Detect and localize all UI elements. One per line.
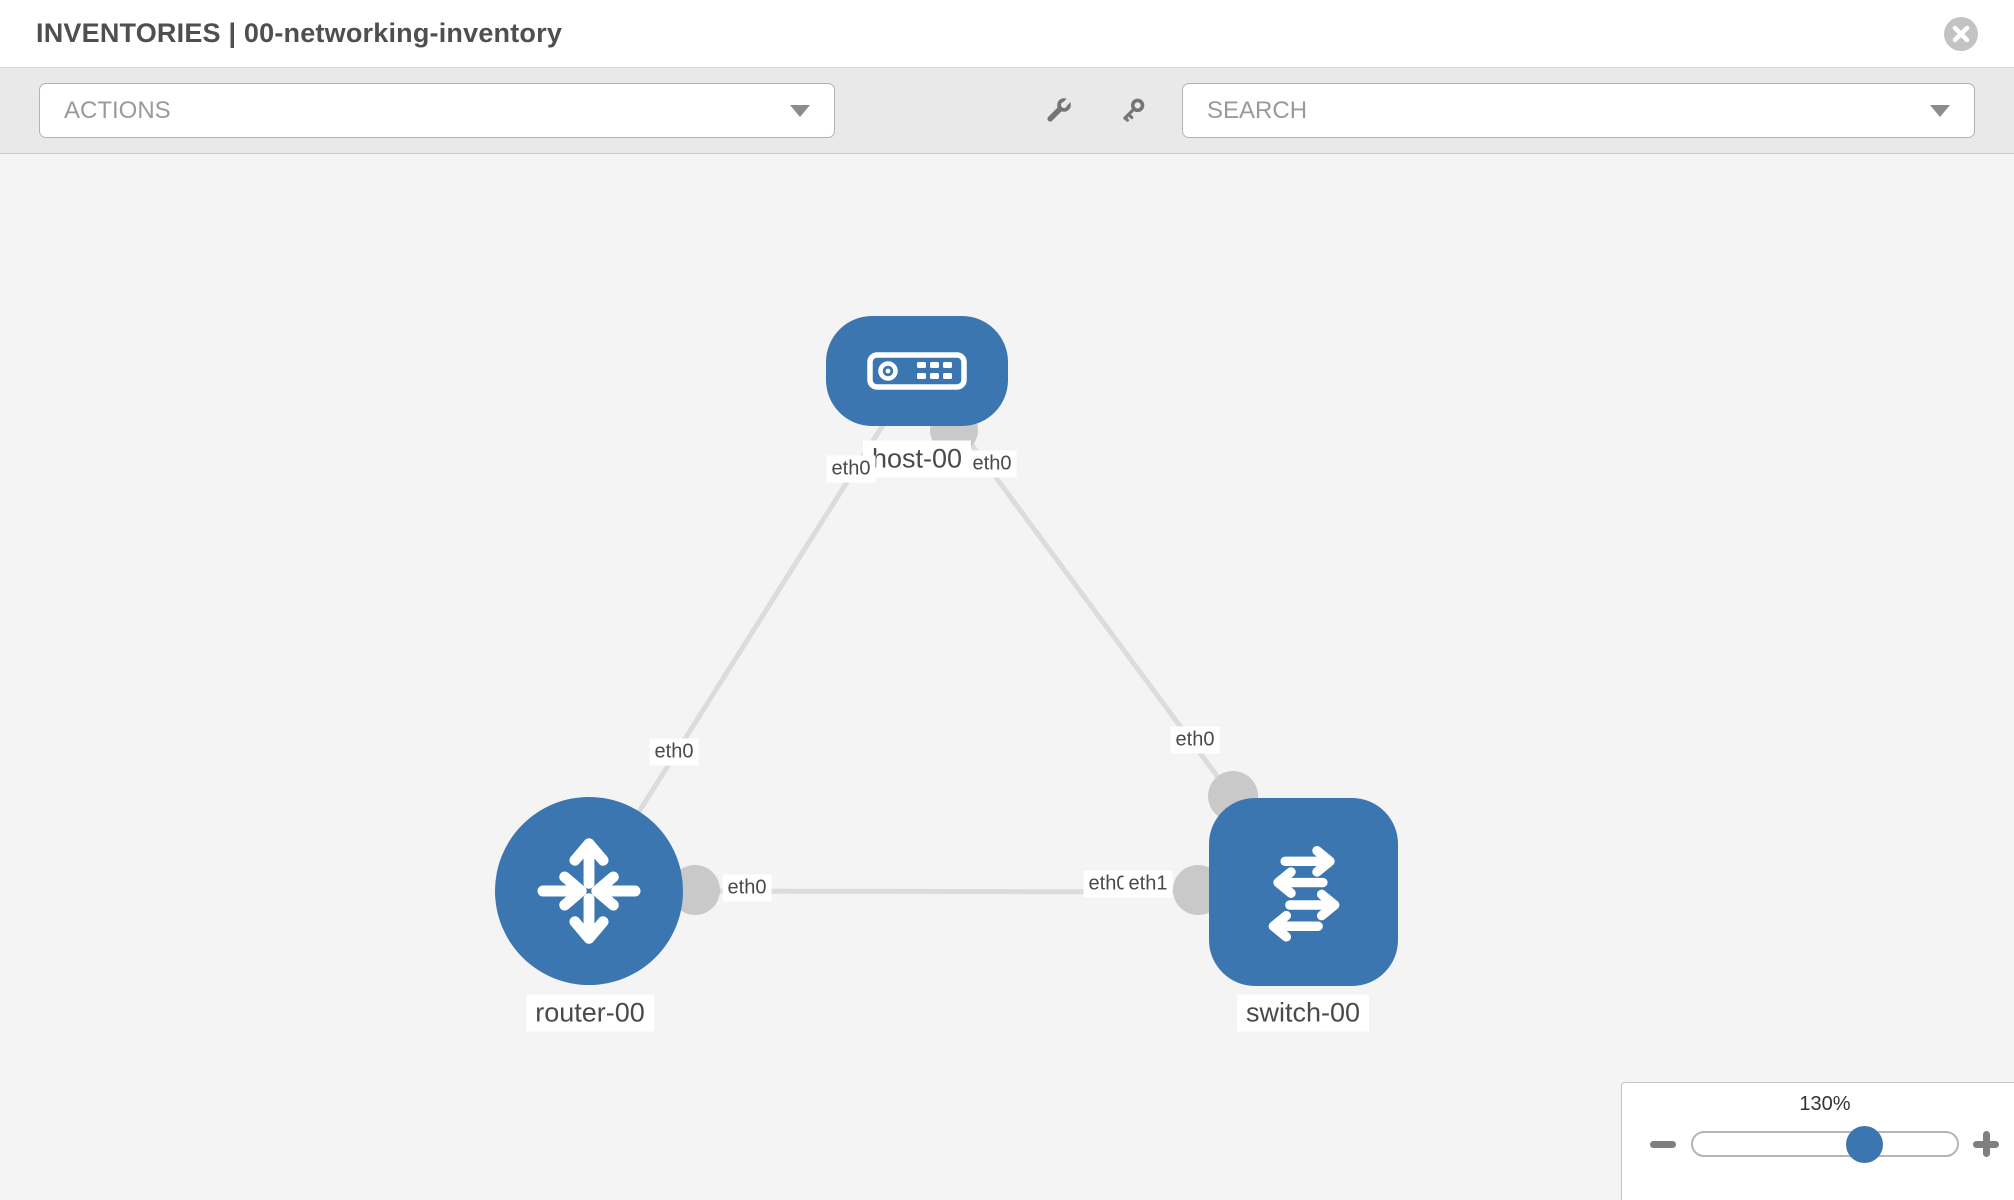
toolbar-icons bbox=[1040, 68, 1150, 154]
key-icon[interactable] bbox=[1114, 93, 1150, 129]
wrench-icon[interactable] bbox=[1040, 93, 1076, 129]
port-circle bbox=[670, 865, 720, 915]
node-switch-00[interactable] bbox=[1209, 798, 1398, 986]
host-icon bbox=[867, 352, 967, 390]
minus-icon bbox=[1650, 1140, 1676, 1148]
router-icon bbox=[537, 838, 641, 944]
zoom-in-button[interactable] bbox=[1971, 1129, 2001, 1159]
actions-dropdown[interactable]: ACTIONS bbox=[39, 83, 835, 138]
search-dropdown-label: SEARCH bbox=[1207, 96, 1308, 124]
search-dropdown[interactable]: SEARCH bbox=[1182, 83, 1975, 138]
zoom-value: 130% bbox=[1799, 1093, 1851, 1115]
page-title: INVENTORIES | 00-networking-inventory bbox=[36, 18, 563, 48]
actions-dropdown-label: ACTIONS bbox=[64, 96, 171, 124]
port-label: eth0 bbox=[1170, 726, 1220, 754]
chevron-down-icon bbox=[1930, 104, 1950, 117]
switch-icon bbox=[1268, 845, 1339, 942]
topology-canvas[interactable]: host-00 router-00 switch-00 eth0 eth0 et… bbox=[0, 154, 2014, 1200]
toolbar: ACTIONS bbox=[0, 68, 2014, 154]
zoom-out-button[interactable] bbox=[1648, 1129, 1678, 1159]
port-label: eth1 bbox=[1123, 870, 1173, 898]
port-label: eth0 bbox=[967, 450, 1017, 478]
node-label-host: host-00 bbox=[862, 440, 972, 478]
node-label-router: router-00 bbox=[526, 994, 654, 1032]
header: INVENTORIES | 00-networking-inventory bbox=[0, 0, 2014, 68]
zoom-slider-thumb[interactable] bbox=[1846, 1126, 1883, 1163]
chevron-down-icon bbox=[790, 104, 810, 117]
links-layer bbox=[586, 369, 1306, 915]
node-host-00[interactable] bbox=[826, 316, 1008, 426]
close-icon bbox=[1952, 25, 1970, 42]
close-button[interactable] bbox=[1944, 16, 1978, 51]
zoom-slider[interactable] bbox=[1691, 1131, 1959, 1157]
node-label-switch: switch-00 bbox=[1236, 994, 1370, 1032]
port-label: eth0 bbox=[649, 738, 699, 766]
port-label: eth0 bbox=[722, 874, 772, 902]
node-router-00[interactable] bbox=[495, 797, 683, 985]
zoom-panel: 130% bbox=[1621, 1082, 2014, 1200]
port-label: eth0 bbox=[826, 455, 876, 483]
